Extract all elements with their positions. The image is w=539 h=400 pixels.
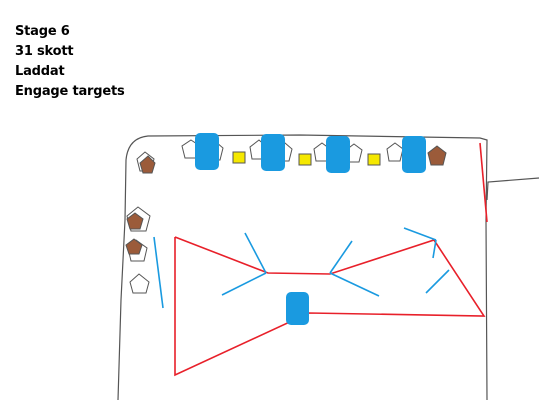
yellow-square-steel-icon <box>232 151 246 164</box>
wall-stroke-5 <box>403 227 437 241</box>
right-fault-line <box>479 142 488 223</box>
start-condition-label: Laddat <box>15 64 65 79</box>
steel-targets <box>232 151 381 166</box>
wall-stroke-2 <box>221 272 267 296</box>
blue-barrel-icon <box>326 136 350 173</box>
brown-pentagon-noshoot-icon <box>125 238 143 255</box>
wall-strokes <box>153 227 450 309</box>
brown-pentagon-noshoot-icon <box>139 155 156 174</box>
wall-stroke-6 <box>432 239 437 259</box>
fault-lines <box>174 142 488 377</box>
pentagon-target-icon <box>386 142 404 162</box>
brown-pentagon-noshoot-icon <box>126 212 144 230</box>
wall-stroke-7 <box>425 269 450 294</box>
noshoot-targets <box>125 145 447 255</box>
command-label: Engage targets <box>15 84 125 99</box>
barrels <box>195 133 426 325</box>
yellow-square-steel-icon <box>367 153 381 166</box>
stage-number-label: Stage 6 <box>15 24 70 39</box>
wall-stroke-1 <box>244 232 267 274</box>
stage-info-panel: Stage 6 31 skott Laddat Engage targets <box>15 22 125 102</box>
yellow-square-steel-icon <box>298 153 312 166</box>
wall-stroke-4 <box>329 272 380 297</box>
blue-barrel-icon <box>286 292 309 325</box>
blue-barrel-icon <box>402 136 426 173</box>
pentagon-target-icon <box>129 273 150 294</box>
blue-barrel-icon <box>261 134 285 171</box>
brown-pentagon-noshoot-icon <box>427 145 447 166</box>
range-outline-right <box>486 177 539 201</box>
left-side-wall <box>153 236 164 309</box>
bowtie-fault-line <box>174 236 486 377</box>
blue-barrel-icon <box>195 133 219 170</box>
shot-count-label: 31 skott <box>15 44 74 59</box>
wall-stroke-3 <box>329 240 353 274</box>
range-outline <box>117 134 488 400</box>
